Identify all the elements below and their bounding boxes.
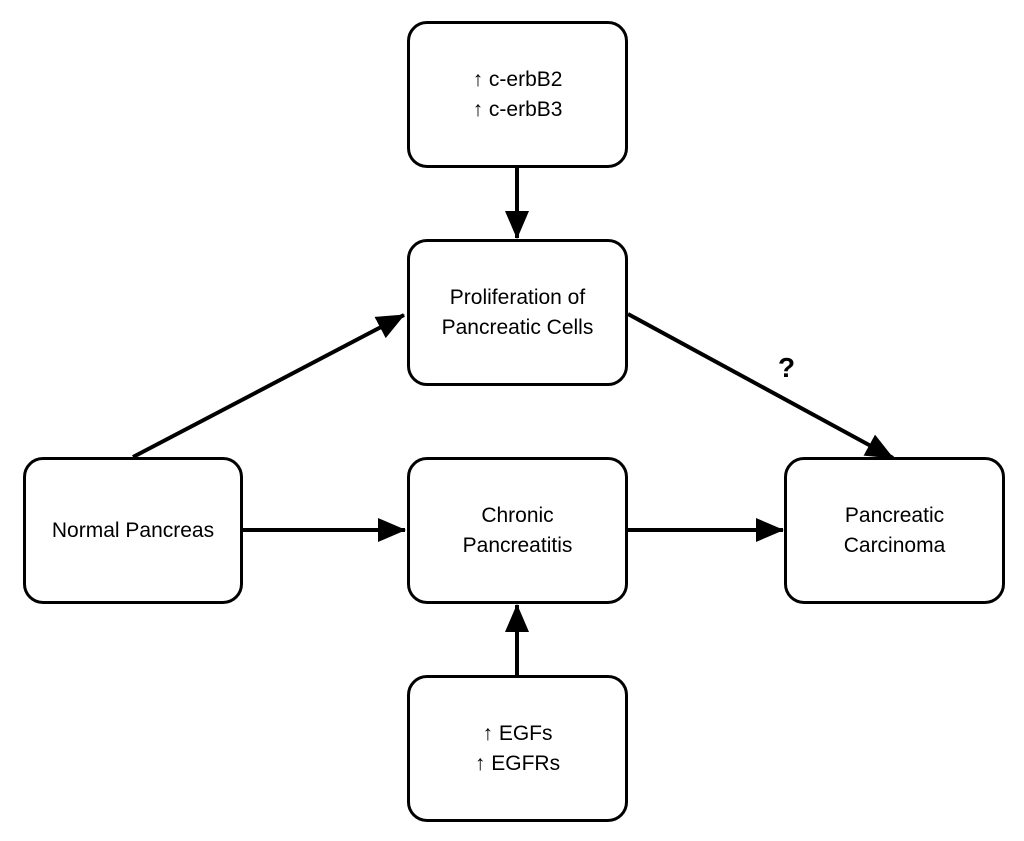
carcinoma-line-2: Carcinoma <box>843 533 946 557</box>
proliferation-box: Proliferation of Pancreatic Cells <box>407 239 628 386</box>
arrow-normal-to-proliferation <box>132 313 405 459</box>
erbb-upregulation-box: ↑ c-erbB2 ↑ c-erbB3 <box>407 21 628 168</box>
proliferation-line-1: Proliferation of <box>449 285 586 309</box>
uncertain-link-label: ? <box>778 352 796 383</box>
proliferation-line-2: Pancreatic Cells <box>441 315 594 339</box>
chronic-pancreatitis-box: Chronic Pancreatitis <box>407 457 628 604</box>
egf-line-2: ↑ EGFRs <box>474 751 561 775</box>
pancreatic-carcinoma-box: Pancreatic Carcinoma <box>784 457 1005 604</box>
chronic-line-1: Chronic <box>481 503 554 527</box>
chronic-line-2: Pancreatitis <box>462 533 573 557</box>
normal-pancreas-box: Normal Pancreas <box>23 457 243 604</box>
egf-line-1: ↑ EGFs <box>482 721 553 745</box>
erbb-line-1: ↑ c-erbB2 <box>472 67 563 91</box>
carcinoma-line-1: Pancreatic <box>844 503 945 527</box>
normal-pancreas-label: Normal Pancreas <box>51 518 215 542</box>
egf-upregulation-box: ↑ EGFs ↑ EGFRs <box>407 675 628 822</box>
erbb-line-2: ↑ c-erbB3 <box>472 97 563 121</box>
arrow-proliferation-to-carcinoma <box>627 312 894 460</box>
